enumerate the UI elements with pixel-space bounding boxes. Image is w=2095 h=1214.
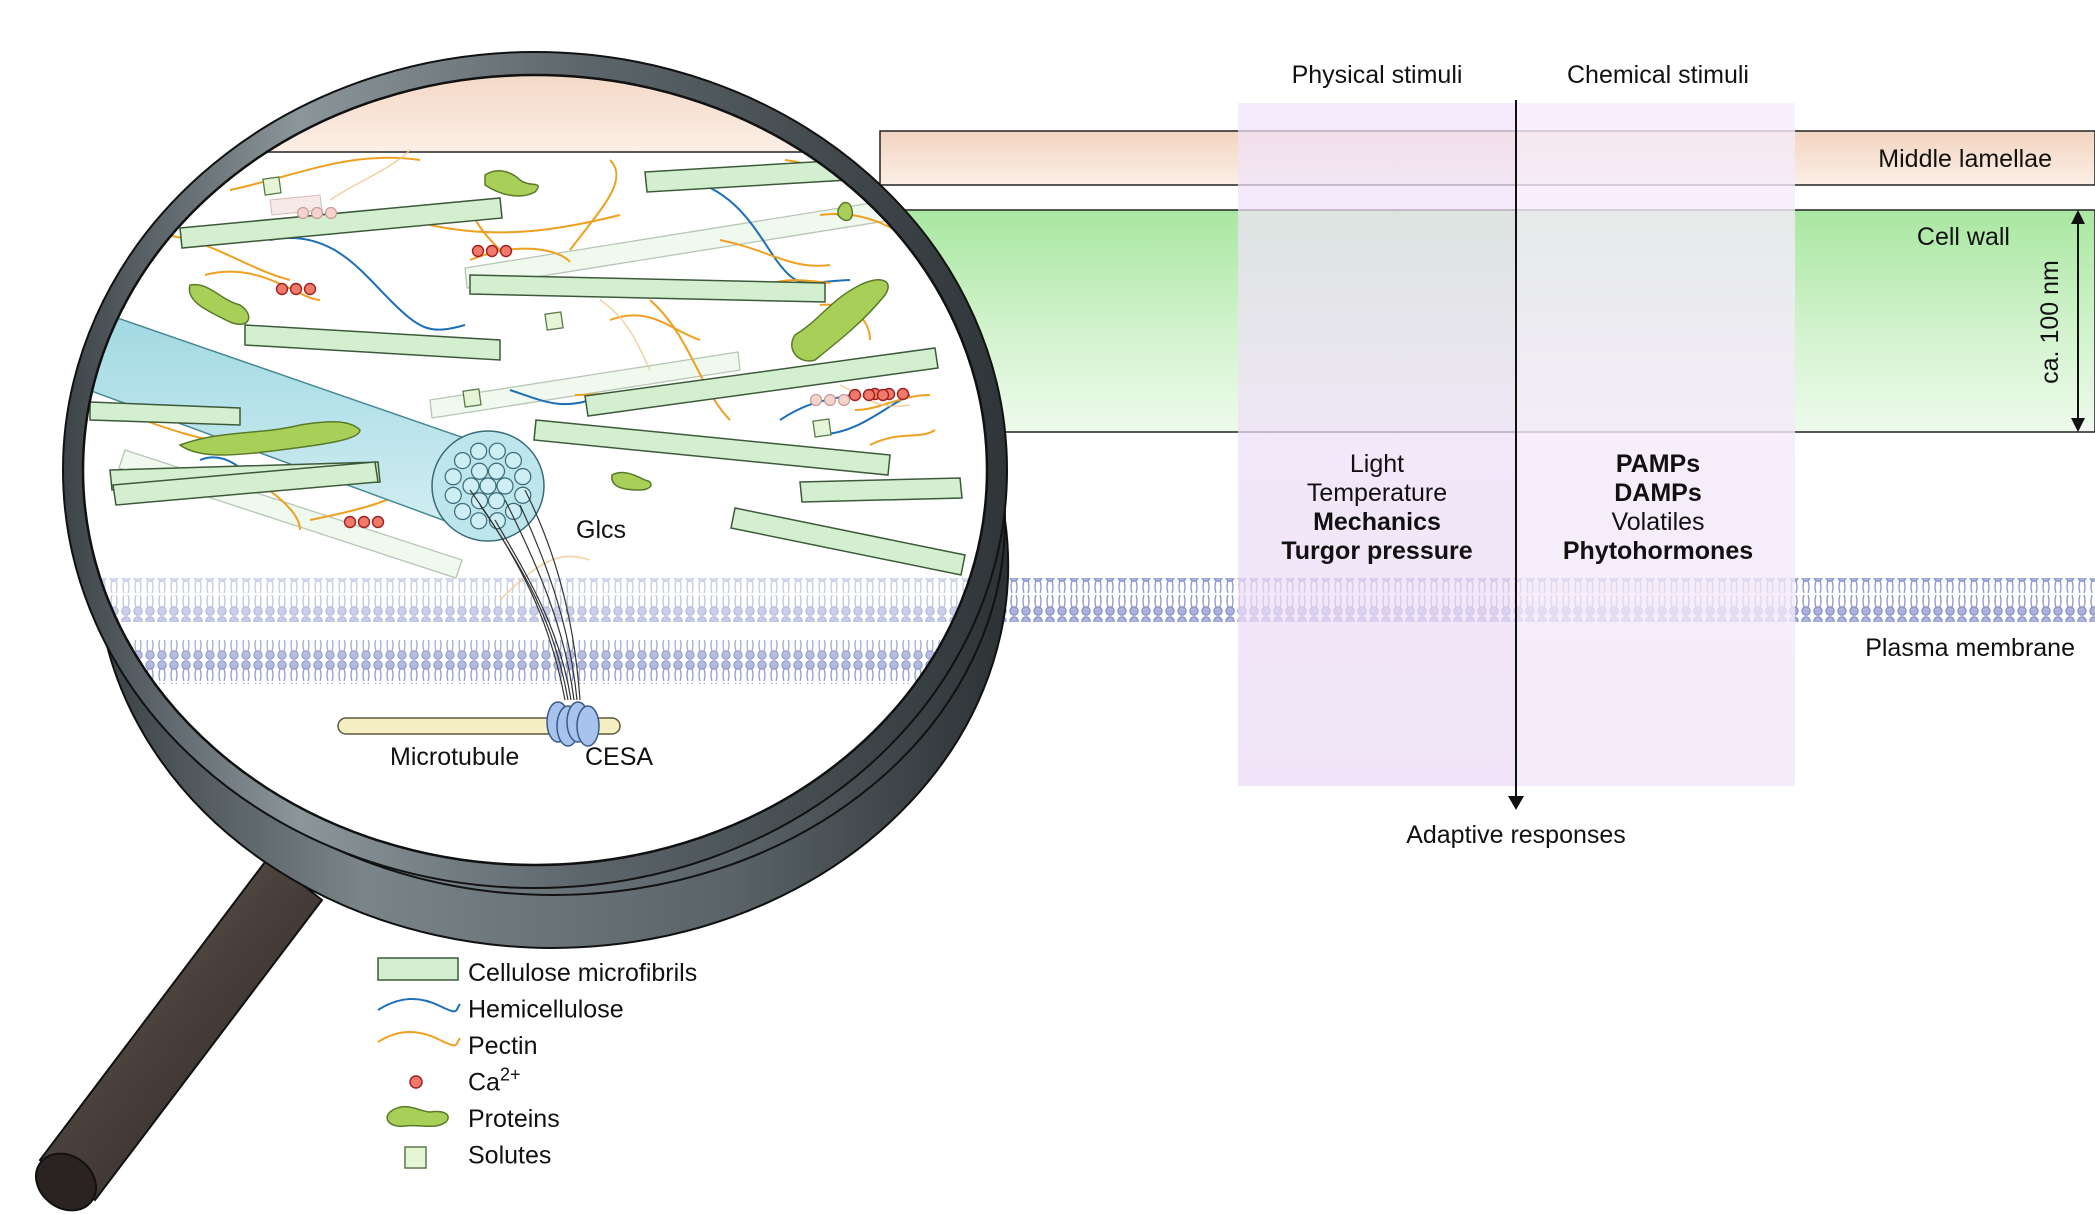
glc-chains-cross-section [444,442,532,530]
physical_stimuli-item: Turgor pressure [1281,537,1472,565]
glc-chain [470,442,488,460]
ca-ion [357,515,371,529]
plasma-membrane-label: Plasma membrane [1865,634,2075,662]
legend-labels: Cellulose microfibrilsHemicellulosePecti… [468,959,697,1170]
ca-ion [275,282,289,296]
glc-chain [496,477,514,495]
calcium-ions [275,206,910,529]
glc-chain [488,512,506,530]
thickness-label: ca. 100 nm [2036,260,2064,384]
ca-ion-faded [296,206,310,220]
physical-stimuli-header: Physical stimuli [1292,61,1463,89]
glc-chain [470,462,489,480]
physical_stimuli-item: Temperature [1307,479,1447,507]
legend-label-hemicellulose: Hemicellulose [468,996,624,1024]
ca-ion [862,388,876,402]
ca-ion-faded [823,393,837,407]
legend-hemicellulose-swatch [377,997,461,1013]
glcs-label: Glcs [576,516,626,544]
glc-chain [487,462,506,480]
ca-ion-faded [809,393,823,407]
glc-chain [453,451,472,470]
ca-ion [499,244,513,258]
chemical-band-lighter [1516,103,1795,786]
legend-ca-swatch [409,1075,423,1089]
glc-chain [487,492,506,510]
glc-chain [488,442,506,460]
glc-chain [462,477,480,495]
glc-chain [479,477,497,495]
glc-chain [444,486,462,504]
ca-ion [848,388,862,402]
cell-wall-label: Cell wall [1917,223,2010,251]
legend-label-proteins: Proteins [468,1105,560,1133]
glc-chain [504,502,523,521]
cellulose-microfibrils [89,157,966,576]
legend-solutes-swatch [404,1146,427,1169]
cesa-complex [546,701,600,747]
legend-label-ca: Ca2+ [468,1065,521,1097]
microtubule-label: Microtubule [390,743,519,771]
cesa-label: CESA [585,743,653,771]
legend-pectin-swatch [377,1031,461,1047]
ca-ion [485,244,499,258]
legend-cellulose-swatch [377,957,459,981]
lens-content: Glcs Microtubule CESA [83,75,987,865]
chemical_stimuli-item: PAMPs [1616,450,1700,478]
thickness-dimension-arrow [2071,210,2085,432]
chemical_stimuli-item: DAMPs [1614,479,1702,507]
glc-chain [470,512,488,530]
ca-ion [303,282,317,296]
chemical-stimuli-header: Chemical stimuli [1567,61,1749,89]
adaptive-response-arrow [1508,100,1524,810]
lens-edge [81,73,989,867]
legend-label-pectin: Pectin [468,1032,537,1060]
ca-ion [343,515,357,529]
ca-ion [289,282,303,296]
legend: Cellulose microfibrilsHemicellulosePecti… [377,957,697,1170]
glc-chain [453,502,472,521]
glc-chain [470,492,489,510]
glc-chain [444,468,462,486]
physical_stimuli-item: Light [1350,450,1404,478]
ca-ion-faded [310,206,324,220]
magnifying-glass: Glcs Microtubule CESA [35,51,1010,1212]
glc-chain [514,486,532,504]
glc-chain [514,468,532,486]
chemical_stimuli-item: Volatiles [1611,508,1704,536]
ca-ion [371,515,385,529]
ca-ion [876,388,890,402]
chemical_stimuli-item: Phytohormones [1563,537,1753,565]
solutes [262,176,832,438]
middle-lamellae-label: Middle lamellae [1878,145,2052,173]
glc-chain [504,451,523,470]
ca-ion-faded [837,393,851,407]
proteins [178,170,889,491]
legend-label-solutes: Solutes [468,1142,551,1170]
legend-label-cellulose: Cellulose microfibrils [468,959,697,987]
ca-ion [896,387,910,401]
ca-ion [471,244,485,258]
physical_stimuli-item: Mechanics [1313,508,1441,536]
legend-proteins-swatch [386,1105,449,1128]
adaptive-responses-label: Adaptive responses [1406,821,1626,849]
ca-ion-faded [324,206,338,220]
